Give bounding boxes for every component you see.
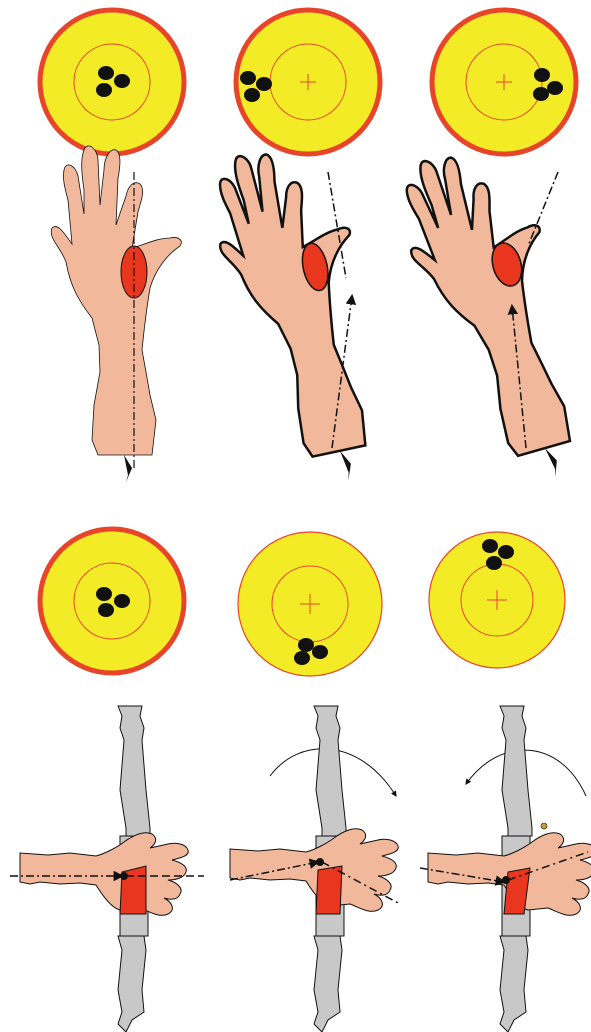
target-row-2: [40, 529, 565, 676]
bow-grip-panel: [10, 706, 204, 1032]
bow-grip-panel: [230, 706, 400, 1032]
hand-icon: [202, 137, 400, 497]
hand-icon: [51, 146, 181, 482]
target-icon: [429, 532, 565, 668]
target-icon: [236, 10, 380, 154]
hand-icon: [388, 136, 591, 499]
grip-pad: [316, 866, 342, 914]
target-icon: [432, 10, 576, 154]
target-icon: [238, 532, 382, 676]
grip-row: [10, 706, 591, 1032]
target-icon: [40, 10, 184, 154]
alignment-line: [528, 172, 558, 246]
hand-row: [51, 136, 591, 499]
target-icon: [40, 529, 184, 673]
target-row-1: [40, 10, 576, 154]
bow-grip-panel: [420, 706, 591, 1032]
